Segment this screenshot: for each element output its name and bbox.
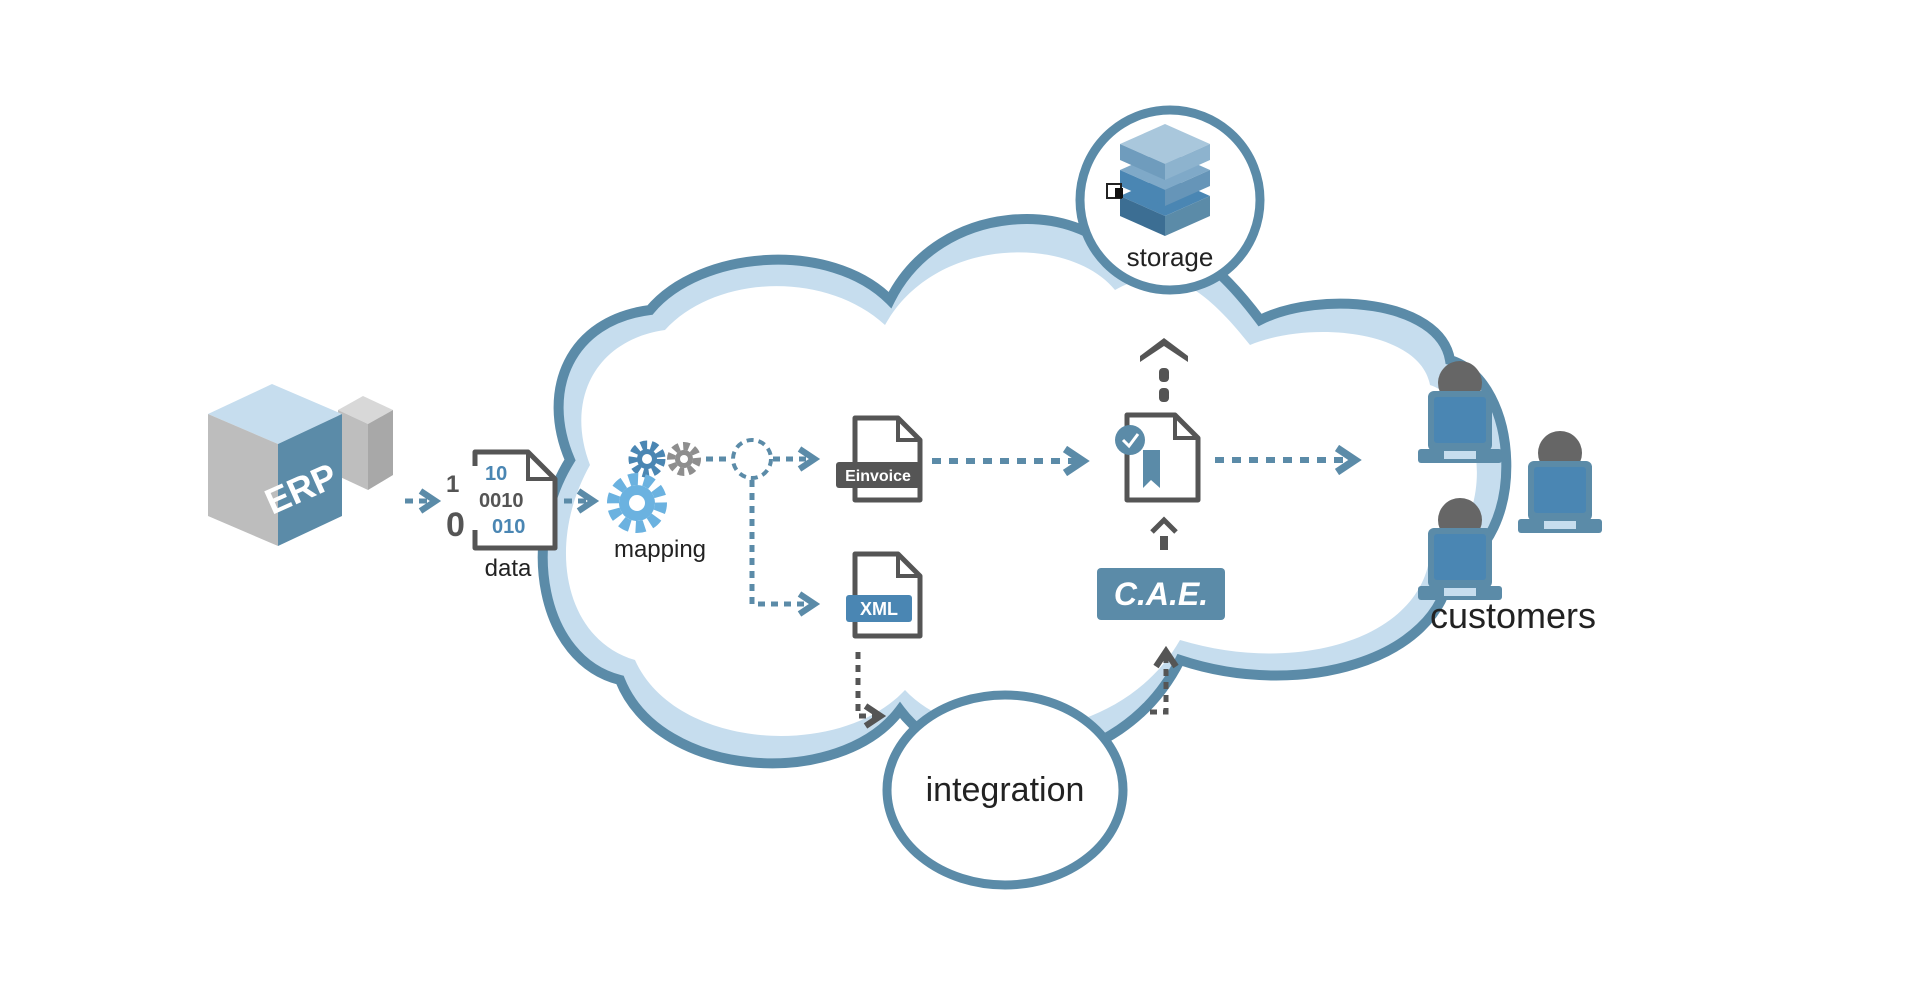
database-icon <box>1106 124 1210 236</box>
cae-badge: C.A.E. <box>1097 568 1225 620</box>
cloud-outline <box>537 214 1512 769</box>
arrow-cae-to-certified <box>1150 516 1178 550</box>
gear-icon: mapping <box>607 440 706 563</box>
arrow-junction-to-xml <box>749 480 812 604</box>
xml-document: XML <box>846 551 923 639</box>
cloud-fill <box>565 252 1477 736</box>
customer-computer-icon <box>1518 431 1602 533</box>
integration-node: integration <box>882 690 1128 890</box>
customers-group: customers <box>1418 361 1602 636</box>
mapping-label: mapping <box>614 536 706 563</box>
arrow-certified-to-storage <box>1140 338 1188 402</box>
customer-computer-icon <box>1418 498 1502 600</box>
erp-cube-icon: ERP <box>208 384 393 546</box>
junction-node <box>731 438 773 480</box>
cloud <box>537 214 1512 769</box>
einvoice-label: Einvoice <box>845 468 911 485</box>
binary-one: 1 <box>446 471 459 498</box>
arrow-integration-to-cae <box>1150 654 1166 715</box>
binary-line-3: 010 <box>492 516 525 538</box>
cae-label: C.A.E. <box>1114 576 1208 612</box>
data-file-icon: 1 0 10 0010 010 data <box>446 449 558 582</box>
binary-line-1: 10 <box>485 463 507 485</box>
storage-label: storage <box>1127 242 1214 272</box>
integration-label: integration <box>926 771 1085 809</box>
xml-label: XML <box>860 599 898 619</box>
einvoice-document: Einvoice <box>836 415 923 503</box>
certificate-icon <box>1115 425 1160 488</box>
certified-document <box>1115 412 1201 503</box>
data-label: data <box>485 555 532 582</box>
binary-line-2: 0010 <box>479 490 524 512</box>
customer-computer-icon <box>1418 361 1502 463</box>
customers-label: customers <box>1430 595 1596 636</box>
binary-zero: 0 <box>446 506 465 544</box>
storage-node: storage <box>1075 105 1265 295</box>
